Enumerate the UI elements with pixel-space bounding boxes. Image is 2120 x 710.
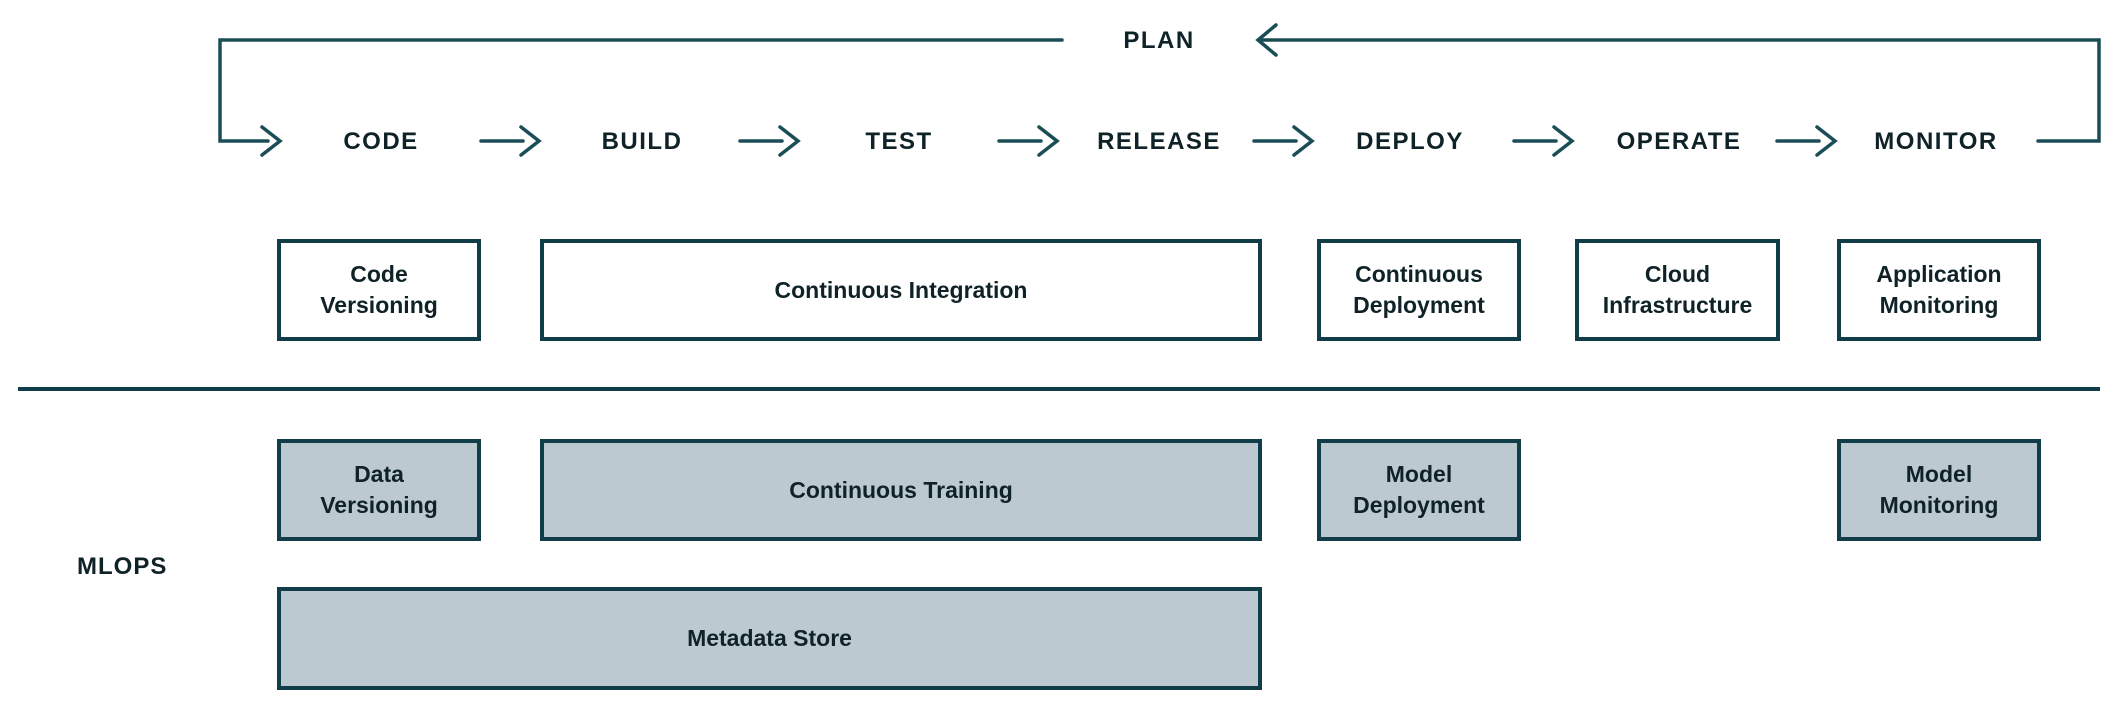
box-code-versioning: Code Versioning <box>277 239 481 341</box>
stage-arrow-operate-monitor <box>1775 125 1838 157</box>
box-label: Continuous Integration <box>774 276 1028 303</box>
stage-label-monitor: MONITOR <box>1874 128 1998 155</box>
stage-arrow-build-test <box>738 125 801 157</box>
box-label: Continuous Training <box>789 476 1013 503</box>
stage-label-release: RELEASE <box>1097 128 1221 155</box>
arrow-right-icon <box>519 125 542 157</box>
arrow-right-icon <box>778 125 801 157</box>
arrow-right-icon <box>1552 125 1575 157</box>
stage-arrow-code-build <box>479 125 542 157</box>
stage-label-test: TEST <box>865 128 933 155</box>
box-label: Code Versioning <box>320 261 438 318</box>
box-label: Model Deployment <box>1353 461 1485 518</box>
arrow-right-icon <box>1292 125 1315 157</box>
box-data-versioning: Data Versioning <box>277 439 481 541</box>
box-label: Continuous Deployment <box>1353 261 1485 318</box>
mlops-section-label: MLOPS <box>77 553 168 580</box>
box-continuous-deployment: Continuous Deployment <box>1317 239 1521 341</box>
stage-arrow-release-deploy <box>1252 125 1315 157</box>
arrow-right-icon <box>1037 125 1060 157</box>
section-divider <box>18 387 2100 391</box>
box-model-monitoring: Model Monitoring <box>1837 439 2041 541</box>
box-label: Application Monitoring <box>1876 261 2002 318</box>
stage-arrow-deploy-operate <box>1512 125 1575 157</box>
plan-to-code-connector <box>218 38 1064 157</box>
stage-label-operate: OPERATE <box>1616 128 1742 155</box>
stage-label-build: BUILD <box>601 128 683 155</box>
box-application-monitoring: Application Monitoring <box>1837 239 2041 341</box>
arrow-left-icon <box>1255 23 1278 57</box>
box-continuous-integration: Continuous Integration <box>540 239 1262 341</box>
box-label: Model Monitoring <box>1879 461 1999 518</box>
arrow-right-icon <box>260 125 283 157</box>
stage-label-code: CODE <box>343 128 419 155</box>
stage-label-deploy: DEPLOY <box>1356 128 1464 155</box>
box-label: Metadata Store <box>687 625 852 651</box>
arrow-right-icon <box>1815 125 1838 157</box>
pipeline-flow-lines <box>218 23 2101 157</box>
monitor-to-plan-connector <box>1255 23 2101 143</box>
box-cloud-infrastructure: Cloud Infrastructure <box>1575 239 1780 341</box>
box-label: Cloud Infrastructure <box>1602 261 1753 318</box>
stage-label-plan: PLAN <box>1123 27 1195 54</box>
box-metadata-store: Metadata Store <box>277 587 1262 690</box>
box-model-deployment: Model Deployment <box>1317 439 1521 541</box>
box-label: Data Versioning <box>320 461 438 518</box>
box-continuous-training: Continuous Training <box>540 439 1262 541</box>
stage-arrow-test-release <box>997 125 1060 157</box>
